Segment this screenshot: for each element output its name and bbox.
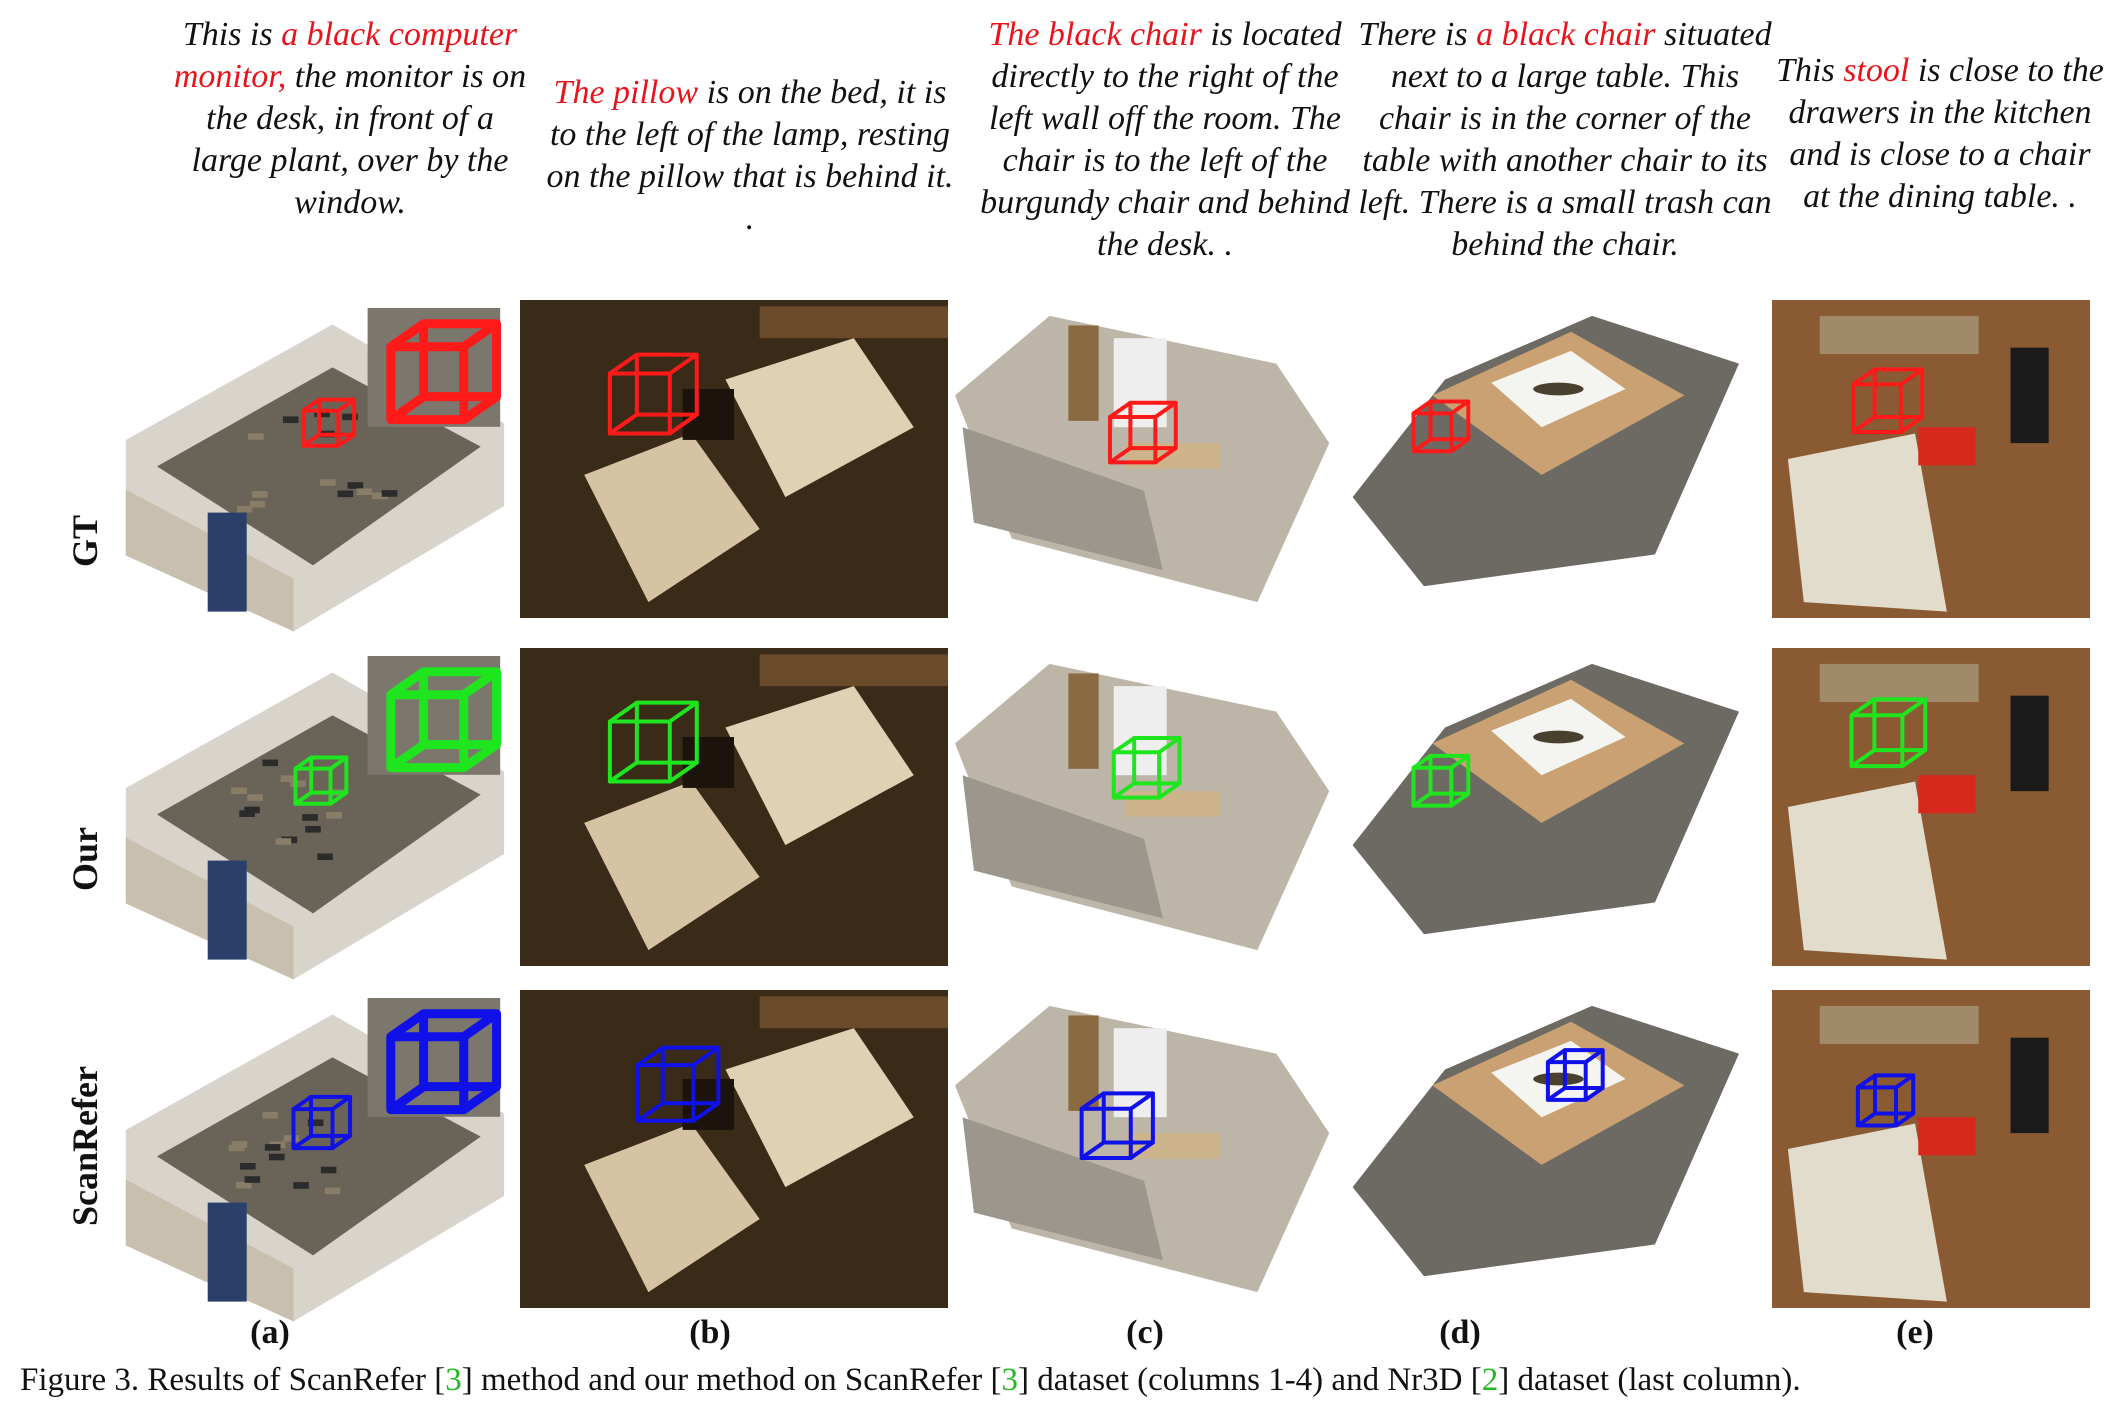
description-d: There is a black chair situated next to … [1355,14,1775,266]
scene-render [1772,300,2090,618]
description-text: is located directly to the right of the … [980,16,1350,263]
target-phrase: a black chair [1476,16,1655,53]
scene-render [118,998,508,1328]
description-text: This is [183,16,281,53]
scene-render [1340,990,1760,1308]
scene-render [955,990,1333,1308]
scene-panel-d-our [1340,648,1760,966]
scene-render [1340,648,1760,966]
scene-panel-e-scanrefer [1772,990,2090,1308]
scene-render [520,648,948,966]
target-phrase: stool [1843,52,1909,89]
column-label-b: (b) [650,1314,770,1352]
scene-panel-c-gt [955,300,1333,618]
row-label-our: Our [64,814,106,904]
figure-caption: Figure 3. Results of ScanRefer [3] metho… [20,1362,1801,1399]
row-label-scanrefer: ScanRefer [64,1136,106,1226]
scene-render [955,648,1333,966]
scene-panel-a-scanrefer [118,998,508,1328]
scene-render [955,300,1333,618]
description-text: situated next to a large table. This cha… [1358,16,1771,263]
description-text: There is [1358,16,1476,53]
citation-link[interactable]: 3 [1002,1362,1019,1398]
scene-render [520,990,948,1308]
citation-link[interactable]: 3 [445,1362,462,1398]
column-label-d: (d) [1400,1314,1520,1352]
scene-panel-a-our [118,656,508,986]
column-label-c: (c) [1085,1314,1205,1352]
scene-panel-a-gt [118,308,508,638]
scene-panel-b-gt [520,300,948,618]
description-text: This [1776,52,1843,89]
description-a: This is a black computer monitor, the mo… [170,14,530,224]
column-label-a: (a) [210,1314,330,1352]
description-b: The pillow is on the bed, it is to the l… [540,72,960,240]
caption-text: Figure 3. Results of ScanRefer [ [20,1362,445,1398]
citation-link[interactable]: 2 [1482,1362,1499,1398]
description-c: The black chair is located directly to t… [975,14,1355,266]
target-phrase: The black chair [988,16,1201,53]
caption-text: ] dataset (columns 1-4) and Nr3D [ [1018,1362,1482,1398]
caption-text: ] dataset (last column). [1498,1362,1800,1398]
scene-panel-e-gt [1772,300,2090,618]
scene-panel-d-gt [1340,300,1760,618]
row-label-gt: GT [64,496,106,586]
scene-render [118,308,508,638]
scene-panel-d-scanrefer [1340,990,1760,1308]
scene-render [1340,300,1760,618]
scene-render [1772,990,2090,1308]
scene-panel-b-our [520,648,948,966]
description-e: This stool is close to the drawers in th… [1775,50,2105,218]
scene-panel-c-our [955,648,1333,966]
scene-panel-c-scanrefer [955,990,1333,1308]
target-phrase: The pillow [554,74,699,111]
column-label-e: (e) [1855,1314,1975,1352]
scene-render [520,300,948,618]
caption-text: ] method and our method on ScanRefer [ [462,1362,1002,1398]
scene-render [118,656,508,986]
scene-panel-b-scanrefer [520,990,948,1308]
scene-render [1772,648,2090,966]
scene-panel-e-our [1772,648,2090,966]
